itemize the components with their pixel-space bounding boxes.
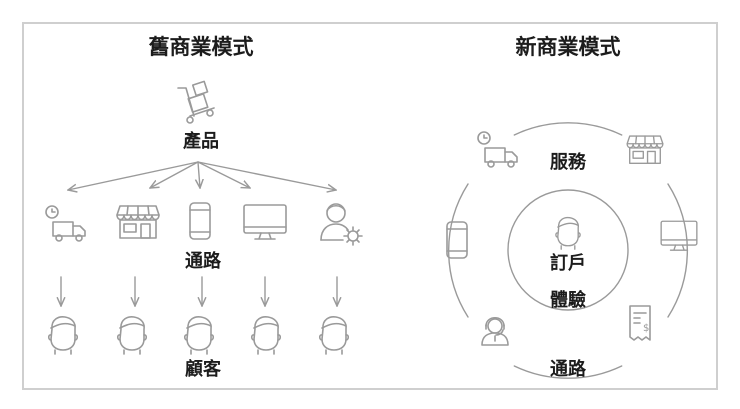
face-icon [116, 316, 148, 355]
diagram-frame [22, 22, 718, 390]
support-agent-gear-icon [320, 203, 363, 246]
face-icon [183, 316, 215, 355]
inner-circle [507, 189, 629, 311]
receipt-icon: $ [629, 305, 651, 341]
customer-faces [47, 316, 350, 355]
experience-label: 體驗 [550, 290, 586, 311]
service-label: 服務 [550, 152, 586, 173]
product-label: 產品 [183, 131, 219, 152]
old-model-title: 舊商業模式 [148, 35, 254, 59]
product-to-channel-arrows [68, 161, 336, 190]
headset-agent-icon [481, 316, 509, 346]
monitor-icon [660, 220, 698, 251]
old-channel-label: 通路 [185, 251, 221, 272]
monitor-icon [243, 204, 287, 240]
mobile-phone-icon [189, 202, 211, 240]
store-icon [626, 135, 664, 164]
delivery-truck-icon [477, 131, 518, 168]
customer-label: 顧客 [185, 359, 221, 380]
delivery-truck-icon [45, 205, 86, 242]
new-model-title: 新商業模式 [515, 35, 621, 59]
mobile-phone-icon [446, 221, 468, 259]
channel-to-customer-arrows [61, 276, 337, 306]
svg-text:$: $ [643, 323, 649, 334]
face-icon [555, 216, 581, 250]
face-icon [47, 316, 79, 355]
new-channel-label: 通路 [550, 359, 586, 380]
store-icon [116, 205, 160, 239]
subscriber-label: 訂戶 [550, 253, 586, 274]
cart-icon [177, 80, 215, 124]
face-icon [318, 316, 350, 355]
face-icon [250, 316, 282, 355]
